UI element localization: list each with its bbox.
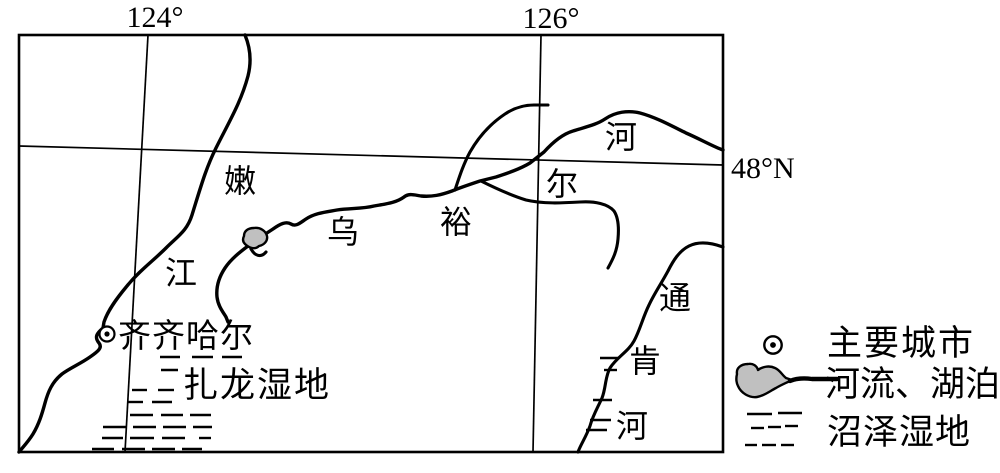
river-branch-east [479,179,620,270]
legend-label-marsh: 沼泽湿地 [827,413,971,452]
rivers [17,33,725,454]
lon-label-124: 124° [127,1,184,34]
river-wuyuer-upper [251,109,725,244]
parallel-48n [18,145,724,166]
lat-label-48n: 48°N [731,152,795,185]
river-wuyuer-stub [249,247,268,258]
lake [241,226,269,250]
marsh-area-zhalong [92,355,242,451]
label-wuyuer-2: 裕 [440,204,472,240]
legend-item-rivers-lakes: 河流、湖泊 [735,362,1000,404]
label-nenjiang-2: 江 [165,255,197,291]
legend-river-icon [787,376,840,384]
label-tongken-1: 通 [659,280,691,316]
label-wetland-zhalong: 扎龙湿地 [183,366,331,405]
legend-item-major-city: 主要城市 [763,324,975,363]
marsh-area-tongken [586,356,619,432]
city-marker-qiqihar [98,325,116,343]
label-tongken-2: 肯 [629,343,661,379]
meridian-124 [124,34,149,453]
river-nenjiang [17,33,252,454]
label-wuyuer-3: 尔 [546,166,578,202]
legend-label-major-city: 主要城市 [827,324,975,363]
meridian-126 [532,34,542,453]
map-frame [17,33,725,454]
label-wuyuer-4: 河 [605,119,637,155]
label-city-qiqihar: 齐齐哈尔 [118,318,254,355]
label-tongken-3: 河 [616,408,648,444]
legend-marsh-icon [745,411,802,447]
legend: 主要城市 河流、湖泊 沼泽湿地 [735,324,1000,452]
lon-label-126: 126° [523,2,580,35]
city-dot-icon [104,331,110,337]
legend-label-rivers-lakes: 河流、湖泊 [825,365,1000,404]
label-wuyuer-1: 乌 [327,214,359,250]
legend-lake-icon [735,362,794,399]
river-tongken [576,241,725,454]
legend-city-dot-icon [770,342,776,348]
river-labels: 嫩 江 乌 裕 尔 河 通 肯 河 [165,119,691,444]
river-branch-north [453,103,550,192]
legend-item-marsh: 沼泽湿地 [745,411,971,452]
label-nenjiang-1: 嫩 [224,163,256,199]
river-wuyuer-lower [215,244,250,324]
